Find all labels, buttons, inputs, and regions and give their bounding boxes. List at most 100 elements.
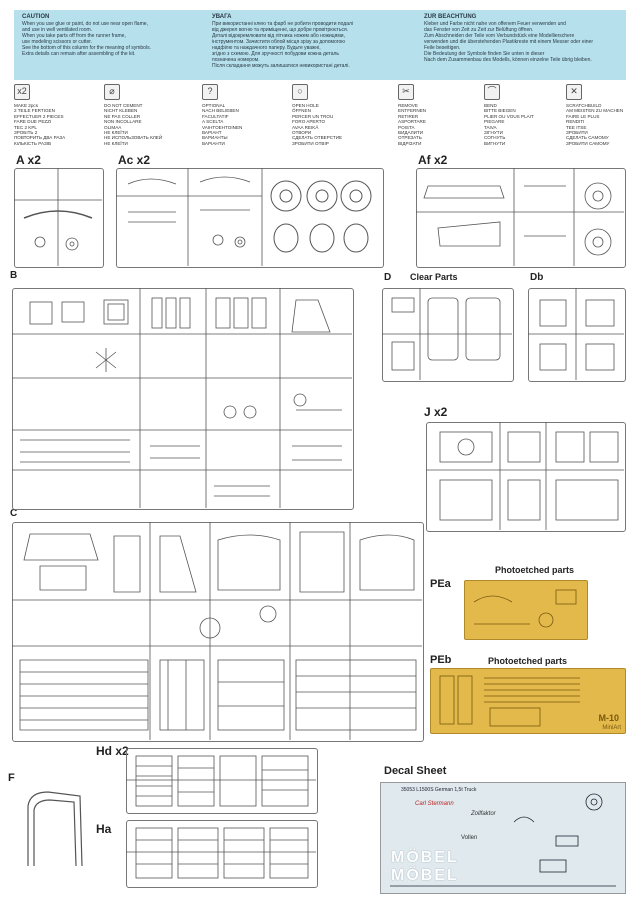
caution-de-line: Zum Abschneiden der Teile vom Verbundstü… <box>424 33 575 39</box>
caution-en-line: See the bottom of this column for the me… <box>22 45 151 51</box>
sprue-label-clear: Clear Parts <box>410 272 458 282</box>
sprue-b-parts <box>12 288 352 508</box>
caution-de: ZUR BEACHTUNG Kleber und Farbe nicht nah… <box>424 14 622 63</box>
pe-title-1: Photoetched parts <box>495 565 575 575</box>
caution-ua-line: позначена номером. <box>212 57 260 63</box>
symbol-text: ЗРОБИТИ ОТВІР <box>292 140 329 146</box>
symbol-text: POISTA <box>398 124 415 130</box>
symbol-optional: ? OPTIONAL NACH BELIEBEN FACULTATIF A SC… <box>202 84 296 146</box>
decal-word: MÖBEL <box>391 849 459 866</box>
caution-en-line: use modeling scissors or cutter. <box>22 39 93 45</box>
caution-ua-line: Після складання можуть залишатися невико… <box>212 63 350 69</box>
sprue-label-pea: PEa <box>430 578 451 590</box>
symbol-text: СДЕЛАТЬ ОТВЕРСТИЕ <box>292 135 343 141</box>
symbol-text: OPTIONAL <box>202 103 226 108</box>
caution-ua: УВАГА При використанні клею та фарб не р… <box>212 14 412 69</box>
sprue-label-decal: Decal Sheet <box>384 765 447 777</box>
sprue-db-parts <box>528 288 624 380</box>
caution-de-title: ZUR BEACHTUNG <box>424 14 477 20</box>
symbol-text: ПОВТОРИТЬ ДВА РАЗА <box>14 135 66 141</box>
caution-ua-line: Деталі відокремлювати від літника ножем … <box>212 33 345 39</box>
symbol-text: ВАРИАНТЫ <box>202 135 228 141</box>
symbol-text: NON INCOLLARE <box>104 119 142 125</box>
sprue-label-j: J x2 <box>424 405 448 419</box>
symbol-text: ВАРІАНТ <box>202 130 222 136</box>
no-glue-icon: ⌀ <box>104 84 120 100</box>
symbol-text: ENTFERNEN <box>398 108 427 114</box>
symbol-text: PERCER UN TROU <box>292 113 334 119</box>
symbol-text: ÖFFNEN <box>292 108 311 114</box>
bend-icon: ⌒ <box>484 84 500 100</box>
part-f-fender <box>27 791 83 867</box>
symbol-text: BITTE BIEGEN <box>484 108 516 114</box>
sprue-label-c: C <box>10 508 18 519</box>
symbol-text: ВИДАЛИТИ <box>398 130 424 136</box>
symbol-text: СОГНУТЬ <box>484 135 506 141</box>
plate-mark-brand: MiniArt <box>602 725 621 731</box>
plate-mark-m10: M-10 <box>598 713 619 723</box>
symbol-text: ЗРОБИТИ САМОМУ <box>566 140 610 146</box>
sprue-a <box>14 168 104 268</box>
decal-header: 35053 L1500S German 1,5t Truck <box>401 787 477 793</box>
symbol-make-two: x2 MAKE 2pcs 2 TEILE FERTIGEN EFFECTUER … <box>14 84 108 146</box>
sprue-af-parts <box>416 168 624 266</box>
sprue-af <box>416 168 626 268</box>
decal-word: Zollfaktor <box>471 811 496 817</box>
symbol-text: СДЕЛАТЬ САМОМУ <box>566 135 609 141</box>
symbol-do-not-cement: ⌀ DO NOT CEMENT NICHT KLEBEN NE PAS COLL… <box>104 84 198 146</box>
sprue-label-db: Db <box>530 272 544 283</box>
symbol-text: НЕ КЛЕЇТИ <box>104 140 128 146</box>
sprue-d-clear <box>382 288 514 382</box>
sprue-a-parts <box>14 168 102 266</box>
sprue-ac <box>116 168 384 268</box>
caution-de-line: verwenden und die überstehenden Plastikr… <box>424 39 593 45</box>
symbol-text: AVAA REIKÄ <box>292 124 319 130</box>
symbol-text: ВІДРІЗАТИ <box>398 140 422 146</box>
sprue-ha-parts <box>126 827 316 879</box>
symbol-text: НЕ КЛЕЇТИ <box>104 130 128 136</box>
symbol-text: NE PAS COLLER <box>104 113 141 119</box>
symbol-text: 2 TEILE FERTIGEN <box>14 108 55 114</box>
symbol-scratchbuild: ✕ SCRATCHBUILD AM MEISTEN ZU MACHEN FAIR… <box>566 84 628 146</box>
caution-en-line: Extra details can remain after assemblin… <box>22 51 136 57</box>
sprue-ac-parts <box>116 168 263 266</box>
optional-icon: ? <box>202 84 218 100</box>
caution-en-line: and use in well ventilated room. <box>22 27 93 33</box>
caution-en-line: When you use glue or paint, do not use n… <box>22 21 148 27</box>
symbol-text: VAIHTOEHTOINEN <box>202 124 243 130</box>
sprue-label-ha: Ha <box>96 822 112 836</box>
sprue-db <box>528 288 626 382</box>
symbol-text: FARE DUE PEZZI <box>14 119 52 125</box>
symbol-text: ASPORTARE <box>398 119 426 125</box>
scissors-icon: ✂ <box>398 84 414 100</box>
make-two-icon: x2 <box>14 84 30 100</box>
sprue-ha <box>126 820 318 888</box>
symbol-text: ЗІГНУТИ <box>484 130 503 136</box>
symbol-text: TEE ITSE <box>566 124 587 130</box>
decal-emblems <box>390 793 616 887</box>
caution-ua-title: УВАГА <box>212 14 232 20</box>
sprue-label-a: A x2 <box>16 153 41 167</box>
sprue-label-ac: Ac x2 <box>118 153 151 167</box>
sprue-d-parts <box>382 288 512 380</box>
photoetch-pea-parts <box>473 589 577 628</box>
symbol-text: FORO APERTO <box>292 119 326 125</box>
sprue-hd-parts <box>126 755 316 807</box>
sprue-c-parts <box>12 522 422 740</box>
symbol-legend: x2 MAKE 2pcs 2 TEILE FERTIGEN EFFECTUER … <box>14 84 626 154</box>
symbol-text: BEND <box>484 103 497 108</box>
symbol-text: FACULTATIF <box>202 113 229 119</box>
symbol-text: ЗРОБІТЬ 2 <box>14 130 38 136</box>
photoetch-plate-peb: M-10 MiniArt <box>430 668 626 734</box>
caution-ua-line: При використанні клею та фарб не робити … <box>212 21 354 27</box>
sprue-j <box>426 422 626 532</box>
caution-de-line: Kleber und Farbe nicht nahe von offenem … <box>424 21 566 27</box>
symbol-text: TAIVA <box>484 124 497 130</box>
caution-ua-line: згідно з схемою. Для зручності побудови … <box>212 51 340 57</box>
symbol-text: OPEN HOLE <box>292 103 319 108</box>
symbol-text: ВИГНУТИ <box>484 140 506 146</box>
caution-ua-line: від джерел вогню та приміщенні, що добре… <box>212 27 349 33</box>
symbol-open-hole: ○ OPEN HOLE ÖFFNEN PERCER UN TROU FORO A… <box>292 84 386 146</box>
scratchbuild-icon: ✕ <box>566 84 582 100</box>
